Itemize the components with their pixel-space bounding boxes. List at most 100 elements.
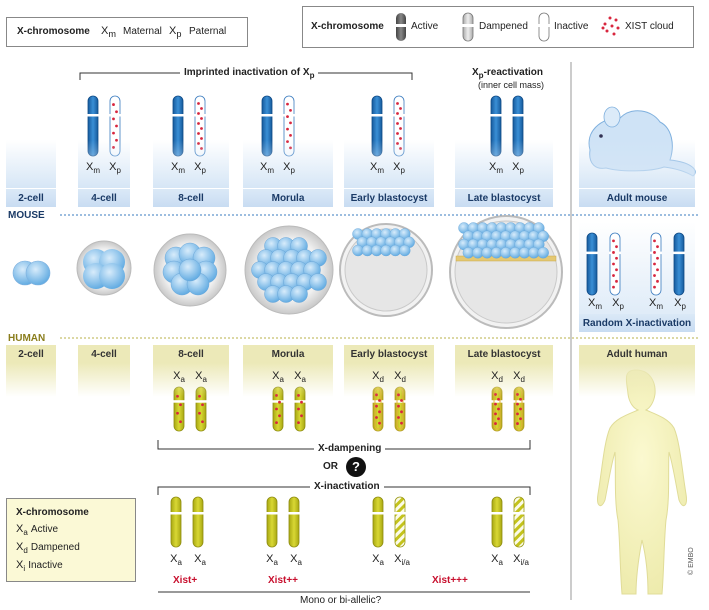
xist-dot (612, 274, 615, 277)
legend-title-2: X-chromosome (311, 21, 384, 32)
icm-cell (537, 247, 549, 259)
mono-biallelic-note: Mono or bi-allelic? (300, 595, 382, 606)
human-xa-label: Xa (491, 553, 503, 568)
adult-xp-label-1: Xp (612, 297, 624, 312)
human-xa-label: Xa (266, 553, 278, 568)
adult-xp-label-2: Xp (674, 297, 686, 312)
embryo-early-blastocyst (339, 223, 433, 317)
xist-dot (653, 239, 656, 243)
xist-dot (399, 107, 402, 110)
human-xa-chromosome (372, 496, 384, 548)
xist-dot (612, 239, 615, 243)
human-x-right-label: Xi/a (513, 553, 529, 568)
legend-title: X-chromosome (17, 26, 90, 37)
mouse-fade-1 (6, 140, 56, 188)
xist-dot (516, 422, 519, 425)
xist-dot (378, 399, 381, 402)
xist-dot (200, 137, 203, 140)
xist-dot (396, 112, 399, 115)
mouse-xp-label: Xp (109, 161, 121, 176)
question-mark: ? (352, 459, 360, 474)
legend-human-title: X-chromosome (16, 507, 89, 518)
paternal-label: Paternal (189, 26, 227, 37)
human-chromosome-pairs (173, 386, 525, 432)
human-x-right-chromosome (192, 496, 204, 548)
xist-dot (375, 404, 378, 408)
xist-dot (275, 421, 278, 424)
mouse-fade-5 (344, 140, 434, 188)
legend-active-chrom-icon (394, 13, 408, 41)
mouse-fade-3 (153, 140, 229, 188)
xist-dot (494, 422, 497, 425)
xist-dot (516, 402, 519, 406)
mouse-fade-7 (579, 140, 695, 188)
xist-plus-plus: Xist++ (268, 575, 299, 586)
human-fade-6 (455, 363, 553, 397)
xist-dot (297, 407, 300, 411)
legend-states: X-chromosome Active Dampened Inactive XI… (302, 6, 694, 48)
mouse-xm-label: Xm (488, 161, 503, 176)
human-fade-3 (153, 363, 229, 397)
legend-parental: X-chromosome Xm Maternal Xp Paternal (6, 17, 248, 47)
xist-dot (286, 102, 289, 106)
human-xa-chromosome (266, 496, 278, 548)
mouse-stage-adult: Adult mouse (579, 189, 695, 207)
adult-mouse-chromosomes (586, 232, 685, 296)
xist-dot (494, 412, 497, 416)
human-x-right-chromosome (394, 496, 406, 548)
dampening-label: X-dampening (314, 443, 386, 454)
xist-dot (399, 117, 402, 120)
human-stage-morula: Morula (243, 345, 333, 363)
mouse-xm-label: Xm (369, 161, 384, 176)
legend-dampened-chrom-icon (461, 12, 475, 42)
inactivation-label: X-inactivation (310, 481, 384, 492)
mouse-stage-morula: Morula (243, 189, 333, 207)
xist-dot (615, 268, 618, 272)
human-stage-4cell: 4-cell (78, 345, 130, 363)
xist-dot (494, 402, 497, 406)
human-section-label: HUMAN (8, 333, 46, 344)
xist-dot (200, 107, 203, 110)
mouse-xm-label: Xm (85, 161, 100, 176)
credit: © EMBO (688, 547, 695, 575)
xist-dot (397, 416, 400, 419)
adult-xp-inactive (609, 232, 621, 296)
mouse-xp-label: Xp (393, 161, 405, 176)
xist-dot (653, 285, 656, 289)
human-x-right-label: Xa (194, 553, 206, 568)
xist-dot (197, 122, 200, 125)
xist-dot (200, 127, 203, 130)
human-x-label: Xa (195, 370, 207, 385)
xist-dot (396, 132, 399, 135)
xist-dot (297, 421, 300, 424)
legend-xist: XIST cloud (625, 21, 674, 32)
xist-dot (397, 404, 400, 408)
xist-dot (653, 262, 656, 266)
xist-dot (176, 411, 179, 415)
human-x-label: Xa (173, 370, 185, 385)
human-fade-2 (78, 363, 130, 397)
xist-dot (516, 412, 519, 416)
mouse-stage-late-blastocyst: Late blastocyst (455, 189, 553, 207)
xist-dot (615, 279, 618, 283)
legend-active: Active (411, 21, 439, 32)
human-stage-2cell: 2-cell (6, 345, 56, 363)
embryo-morula (244, 225, 334, 315)
human-x-label: Xd (513, 370, 525, 385)
xist-dot (497, 407, 500, 411)
xist-dot (656, 256, 659, 260)
embryo-8cell (153, 233, 227, 307)
human-stage-adult: Adult human (579, 345, 695, 363)
xist-dot (396, 102, 399, 105)
reactivation-label: Xp-reactivation (472, 67, 544, 80)
xist-dot (275, 407, 278, 411)
xist-dot (300, 414, 303, 418)
legend-inactive-chrom-icon (537, 12, 551, 42)
human-x-right-chromosome (513, 496, 525, 548)
embryo-late-blastocyst (449, 215, 563, 329)
xist-dot (400, 410, 403, 414)
mouse-stage-early-blastocyst: Early blastocyst (344, 189, 434, 207)
xist-dot (198, 411, 201, 415)
xist-dot (519, 417, 522, 421)
human-fade-4 (243, 363, 333, 397)
